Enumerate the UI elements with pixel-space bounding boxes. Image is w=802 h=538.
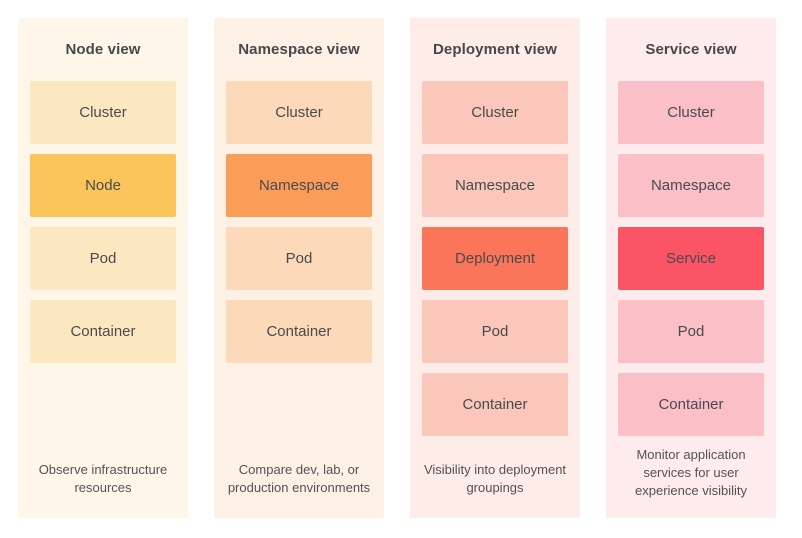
resource-box-label: Container xyxy=(266,323,332,340)
view-caption-service: Monitor application services for user ex… xyxy=(635,447,747,498)
resource-box-label: Pod xyxy=(481,323,509,340)
resource-box-label: Namespace xyxy=(650,177,732,194)
resource-box-stack: Cluster Namespace Pod Container xyxy=(226,81,372,373)
resource-box-pod: Pod xyxy=(30,227,176,290)
resource-box-node-highlighted: Node xyxy=(30,154,176,217)
resource-box-label: Pod xyxy=(285,250,313,267)
resource-box-label: Deployment xyxy=(454,250,536,267)
resource-box-label: Service xyxy=(665,250,717,267)
view-panel-namespace: Namespace view Cluster Namespace Pod Con… xyxy=(214,18,384,518)
resource-box-stack: Cluster Namespace Service Pod Container xyxy=(618,81,764,446)
resource-box-label: Namespace xyxy=(454,177,536,194)
resource-box-pod: Pod xyxy=(422,300,568,363)
view-title-node: Node view xyxy=(65,41,141,58)
resource-box-label: Cluster xyxy=(471,104,519,121)
view-title-service: Service view xyxy=(645,41,737,58)
resource-box-container: Container xyxy=(618,373,764,436)
resource-box-container: Container xyxy=(422,373,568,436)
resource-box-pod: Pod xyxy=(618,300,764,363)
resource-box-label: Cluster xyxy=(79,104,127,121)
resource-box-label: Cluster xyxy=(275,104,323,121)
view-caption-deployment: Visibility into deployment groupings xyxy=(423,462,567,495)
resource-box-cluster: Cluster xyxy=(226,81,372,144)
resource-box-label: Container xyxy=(462,396,528,413)
resource-box-service-highlighted: Service xyxy=(618,227,764,290)
resource-box-container: Container xyxy=(226,300,372,363)
resource-box-namespace: Namespace xyxy=(618,154,764,217)
view-caption-node: Observe infrastructure resources xyxy=(38,462,168,495)
resource-box-cluster: Cluster xyxy=(30,81,176,144)
view-title-namespace: Namespace view xyxy=(238,41,360,58)
resource-box-container: Container xyxy=(30,300,176,363)
resource-box-stack: Cluster Node Pod Container xyxy=(30,81,176,373)
resource-box-namespace: Namespace xyxy=(422,154,568,217)
resource-box-cluster: Cluster xyxy=(618,81,764,144)
resource-box-stack: Cluster Namespace Deployment Pod Contain… xyxy=(422,81,568,446)
resource-box-label: Node xyxy=(85,177,121,194)
resource-box-label: Namespace xyxy=(258,177,340,194)
view-panel-deployment: Deployment view Cluster Namespace Deploy… xyxy=(410,18,580,518)
resource-box-deployment-highlighted: Deployment xyxy=(422,227,568,290)
resource-box-label: Cluster xyxy=(667,104,715,121)
view-panel-service: Service view Cluster Namespace Service P… xyxy=(606,18,776,518)
view-caption-namespace: Compare dev, lab, or production environm… xyxy=(227,462,371,495)
view-title-deployment: Deployment view xyxy=(432,41,558,58)
resource-box-label: Pod xyxy=(89,250,117,267)
resource-box-label: Container xyxy=(658,396,724,413)
resource-box-namespace-highlighted: Namespace xyxy=(226,154,372,217)
resource-box-label: Pod xyxy=(677,323,705,340)
resource-box-label: Container xyxy=(70,323,136,340)
view-panel-node: Node view Cluster Node Pod Container Obs… xyxy=(18,18,188,518)
resource-box-pod: Pod xyxy=(226,227,372,290)
resource-box-cluster: Cluster xyxy=(422,81,568,144)
